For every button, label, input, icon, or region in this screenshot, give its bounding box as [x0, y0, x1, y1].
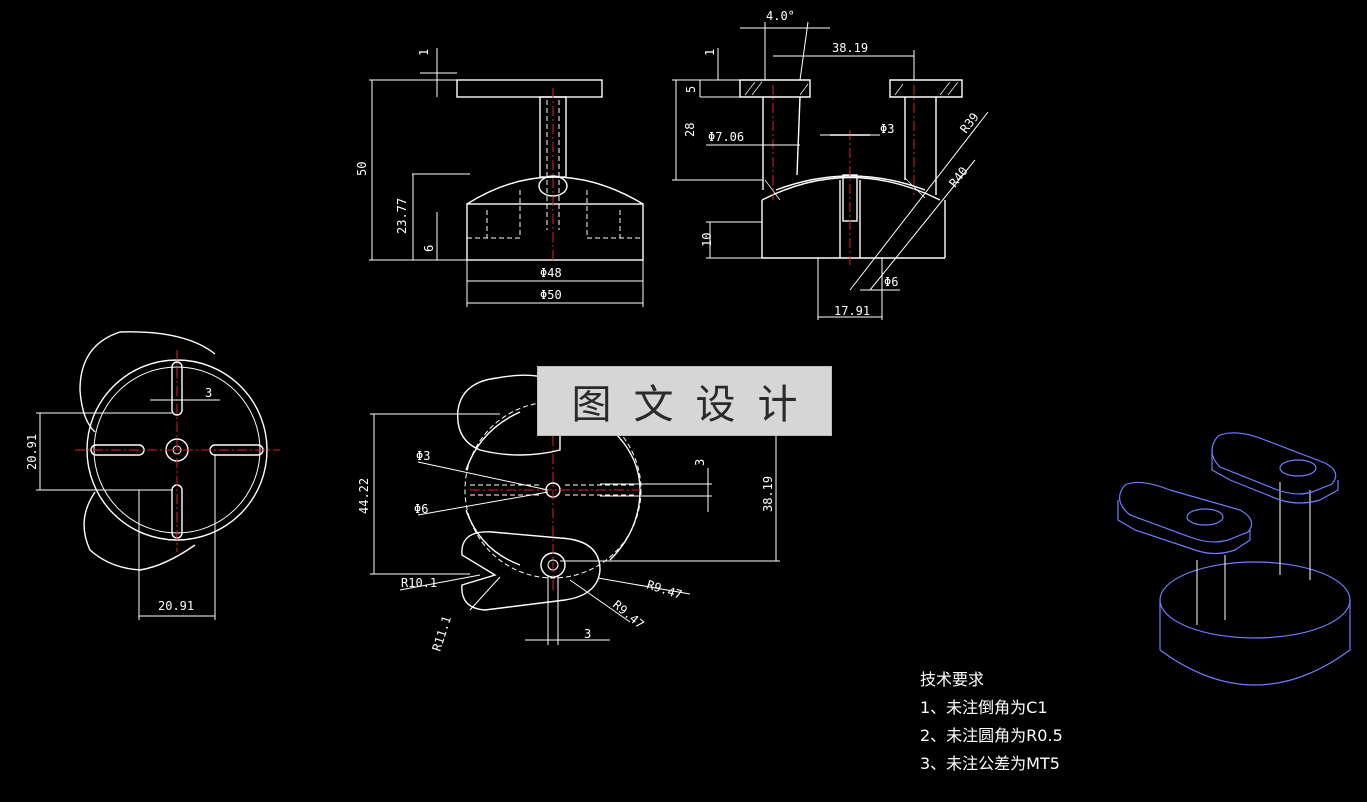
section-view: 4.0° 38.19 1 5 28 Φ7.06 Φ3 R39 R40 10 Φ6… [672, 9, 989, 320]
dim-radius-40: R40 [946, 164, 970, 190]
dim-height-28: 28 [683, 123, 697, 137]
note-item-1: 1、未注倒角为C1 [920, 698, 1048, 717]
note-item-2: 2、未注圆角为R0.5 [920, 726, 1063, 745]
dim-diameter-3-section: Φ3 [880, 122, 894, 136]
dim-width-17-91: 17.91 [834, 304, 870, 318]
dim-height-20-91: 20.91 [25, 434, 39, 470]
dim-diameter-50: Φ50 [540, 288, 562, 302]
bottom-view: 3 20.91 20.91 [25, 331, 280, 620]
dim-offset-3-vertical: 3 [693, 459, 707, 466]
dim-height-44-22: 44.22 [357, 478, 371, 514]
notes-title: 技术要求 [920, 670, 985, 689]
dim-radius-11-1: R11.1 [430, 614, 454, 653]
watermark-text: 图文设计 [571, 382, 820, 428]
dim-angle-4: 4.0° [766, 9, 795, 23]
dim-height-5: 5 [684, 86, 698, 93]
dim-height-38-19-plan: 38.19 [761, 476, 775, 512]
note-item-3: 3、未注公差为MT5 [920, 754, 1060, 773]
dim-radius-9-47-a: R9.47 [645, 578, 684, 602]
dim-height-10: 10 [700, 233, 714, 247]
dim-slot-width-3: 3 [205, 386, 212, 400]
dim-height-23-77: 23.77 [395, 198, 409, 234]
watermark-banner: 图文设计 [537, 366, 832, 436]
dim-thickness-1: 1 [417, 49, 431, 56]
technical-requirements: 技术要求 1、未注倒角为C1 2、未注圆角为R0.5 3、未注公差为MT5 [920, 666, 1063, 778]
dim-diameter-7-06: Φ7.06 [708, 130, 744, 144]
dim-offset-3-horizontal: 3 [584, 627, 591, 641]
dim-width-38-19: 38.19 [832, 41, 868, 55]
dim-diameter-6-plan: Φ6 [414, 502, 428, 516]
dim-width-20-91: 20.91 [158, 599, 194, 613]
dim-height-50: 50 [355, 162, 369, 176]
dim-radius-39: R39 [957, 110, 981, 136]
dim-thickness-1-section: 1 [703, 49, 717, 56]
dim-radius-10-1: R10.1 [401, 576, 437, 590]
dim-diameter-48: Φ48 [540, 266, 562, 280]
front-view: 1 50 23.77 6 Φ48 Φ50 [355, 48, 644, 307]
dim-radius-9-47-b: R9.47 [610, 598, 647, 632]
dim-diameter-6-section: Φ6 [884, 275, 898, 289]
isometric-view [1117, 432, 1351, 686]
dim-height-6: 6 [422, 245, 436, 252]
dim-diameter-3-plan: Φ3 [416, 449, 430, 463]
